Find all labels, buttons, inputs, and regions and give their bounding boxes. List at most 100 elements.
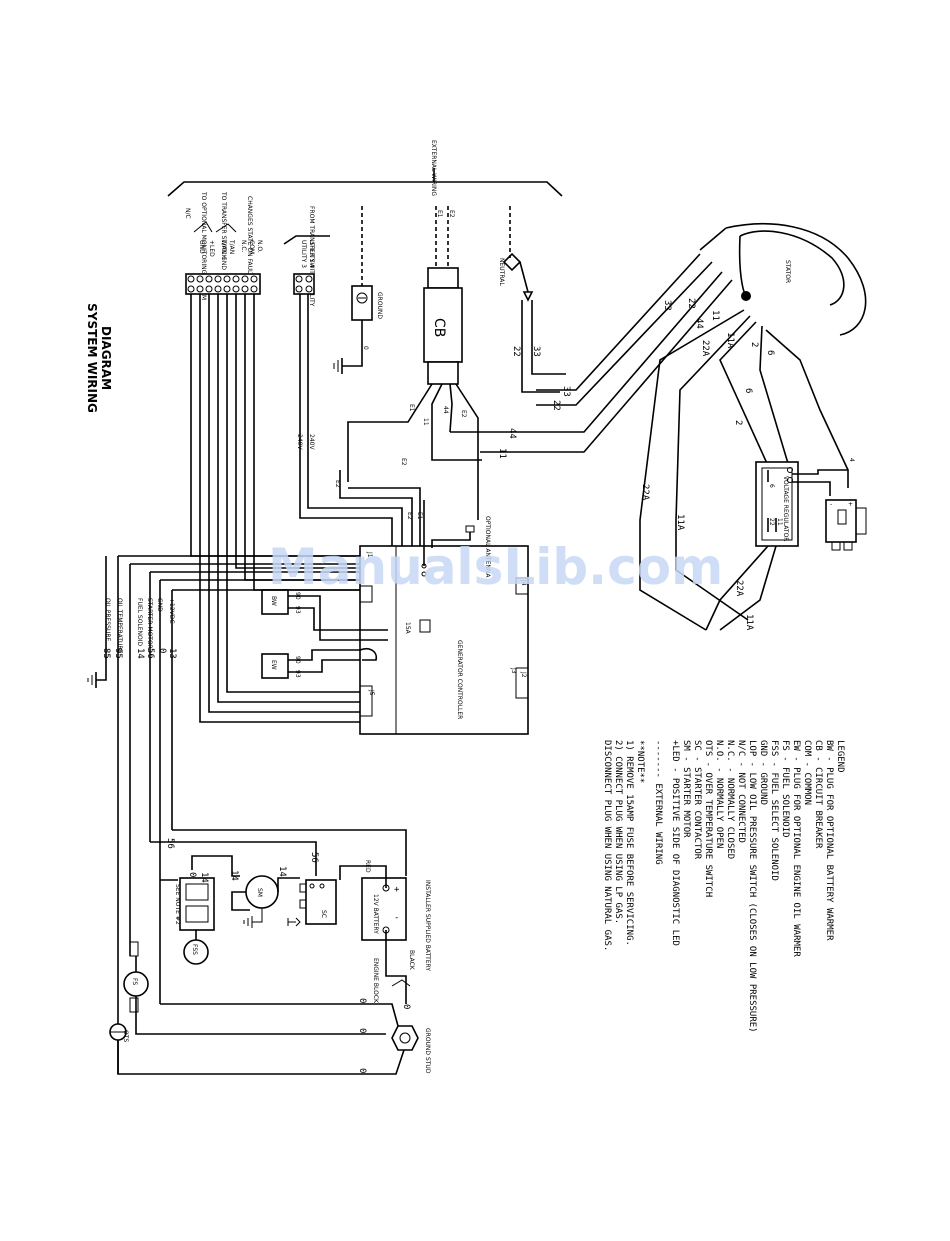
engine-block-label: ENGINE BLOCK (372, 958, 379, 1004)
wire-44-label: 44 (694, 318, 704, 329)
stator-leads: 33 22 44 11 11A 22A 2 6 6 2 22A 11A 22A … (450, 253, 849, 631)
gs-wire-0-c: 0 (357, 1068, 367, 1073)
watermark: ManualsLib.com (268, 538, 723, 596)
fuel-solenoid-label: FUEL SOLENOID (136, 598, 143, 647)
controller-e1b-label: E2 (400, 458, 407, 466)
fss-wire-14: 14 (199, 872, 209, 883)
fuse-15a-label: 15A (404, 622, 411, 635)
ncc-label: N.C. (240, 240, 247, 253)
legend-item: +LED - POSITIVE SIDE OF DIAGNOSTIC LED (670, 740, 680, 946)
fs-label: FS (131, 978, 138, 985)
legend-item: N.O. - NORMALLY OPEN (714, 740, 724, 848)
controller-e2-label: E2 (406, 512, 413, 520)
neutral-connection: NEUTRAL 22 33 (498, 206, 566, 393)
bw-wire-90: 90 (294, 592, 301, 600)
upper-ground-wire-0: 0 (362, 346, 369, 350)
wire-11a-bottom-label: 11A (744, 614, 754, 631)
fuel-solenoid: FS (123, 941, 386, 1035)
sm-wire-16: 14 (277, 866, 287, 877)
gnd-control-label: GND (156, 598, 163, 612)
to-optional-monitoring-label: TO OPTIONAL MONITORING SYSTEM (200, 191, 207, 300)
wire-22a-lower-label: 22A (640, 484, 650, 501)
over-temperature-switch: OTS (109, 1023, 405, 1075)
neutral-label: NEUTRAL (498, 258, 505, 286)
wire-33-label: 33 (662, 300, 672, 311)
utility-sensing-inputs: FROM TRANSFER SWITCH UTILITY UTILITY 4 U… (283, 206, 403, 548)
legend-item: EW - PLUG FOR OPTIONAL ENGINE OIL WARMER (791, 740, 801, 957)
fss-wire-0: 0 (187, 872, 197, 877)
nc-label: N/C (184, 208, 191, 219)
bw-wire-93: 93 (294, 606, 301, 614)
wire-11-lower-label: 11 (497, 448, 507, 459)
com-label: COM (248, 240, 255, 254)
ew-label: EW (270, 660, 277, 670)
sm-label: SM (256, 888, 263, 897)
ground-stud-label: GROUND STUD (424, 1028, 431, 1074)
generator-controller: GENERATOR CONTROLLER OPTIONAL ANTENNA J1… (334, 458, 529, 735)
starter-motor-label: STARTER MOTOR (146, 598, 153, 649)
wire-22-label: 22 (686, 298, 696, 309)
terminal-screws (187, 275, 258, 293)
wire-2b-label: 2 (733, 420, 743, 425)
12vdc-label: +12VDC (168, 598, 175, 624)
legend-item: SC - STARTER CONTACTOR (692, 740, 702, 860)
from-transfer-switch-label: FROM TRANSFER SWITCH UTILITY (308, 206, 315, 307)
monitoring-terminal-block: TO TRANSFER SWITCH TO OPTIONAL MONITORIN… (184, 191, 360, 723)
change-state-label: CHANGES STATE ON FAULT (246, 196, 253, 276)
circuit-breaker: E1 E2 CB E1 11 44 E2 (347, 206, 482, 520)
ground-stud: GROUND STUD 0 0 0 0 (160, 998, 431, 1074)
wire-56-lower-label: 56 (165, 838, 175, 849)
vr-wire-11-label: 11 (776, 518, 783, 526)
controller-e2b-label: E2 (334, 480, 341, 488)
vr-excitation-module: + - (825, 499, 867, 551)
tan-gnd-label: T/AN GND (220, 239, 227, 270)
wire-2-label: 2 (749, 342, 759, 347)
legend-item: GND - GROUND (758, 740, 768, 805)
wire-0-label: 0 (157, 648, 167, 653)
legend: LEGEND BW - PLUG FOR OPTIONAL BATTERY WA… (602, 740, 845, 1033)
legend-item: N/C - NOT CONNECTED (736, 740, 746, 843)
red-label: RED (364, 860, 371, 873)
wire-22-lower-label: 22 (551, 400, 561, 411)
j2-label: J2 (520, 671, 527, 678)
battery-plus: + (394, 885, 400, 895)
note-item: 2) CONNECT PLUG WHEN USING LP GAS. (613, 740, 623, 924)
neutral-wire-22-label: 22 (511, 346, 521, 357)
cb-44-out-label: 44 (442, 406, 449, 414)
wire-14-label: 14 (135, 648, 145, 659)
cb-e1-out-label: E1 (408, 404, 415, 412)
title-line-1: SYSTEM WIRING (85, 303, 99, 413)
wire-56-label: 56 (145, 648, 155, 659)
gs-wire-0-a: 0 (357, 998, 367, 1003)
wire-6-label: 6 (765, 350, 775, 355)
legend-item: SM - STARTER MOTOR (681, 740, 691, 838)
notes-heading: **NOTE** (635, 740, 645, 783)
legend-item: FSS - FUEL SELECT SOLENOID (769, 740, 779, 881)
wire-22a-bottom-label: 22A (734, 580, 744, 597)
wire-56-sc-label: 56 (309, 852, 319, 863)
generator-controller-label: GENERATOR CONTROLLER (456, 640, 463, 719)
title-line-2: DIAGRAM (99, 326, 113, 390)
bw-label: BW (270, 596, 277, 606)
installer-supplied-battery-label: INSTALLER SUPPLIED BATTERY (424, 880, 431, 971)
cb-e2-label: E2 (448, 210, 455, 218)
legend-item: OTS - OVER TEMPERATURE SWITCH (703, 740, 713, 897)
wire-22a-label: 22A (700, 340, 710, 357)
stator-terminal (741, 291, 751, 301)
vr-wire-4-label: 4 (848, 458, 855, 462)
wire-33-lower-label: 33 (561, 386, 571, 397)
240v-label-1: 240V (308, 434, 315, 450)
cb-11-out-label: 11 (422, 418, 429, 426)
voltage-regulator-label: VOLTAGE REGULATOR (782, 476, 789, 541)
wire-44-lower-label: 44 (507, 428, 517, 439)
starter-circuit: 13 56 56 12V BATTERY INSTALLER SUPPLIED … (150, 829, 431, 1004)
ew-wire-90: 90 (294, 656, 301, 664)
stator: STATOR (699, 223, 867, 336)
black-label: BLACK (408, 950, 415, 971)
fss-coil (183, 939, 209, 965)
to-transfer-switch-label: TO TRANSFER SWITCH (220, 191, 227, 259)
gnd-label: GND (198, 240, 205, 254)
optional-antenna-label: OPTIONAL ANTENNA (484, 516, 491, 578)
cb-e1-label: E1 (436, 210, 443, 218)
ots-label: OTS (122, 1030, 129, 1042)
